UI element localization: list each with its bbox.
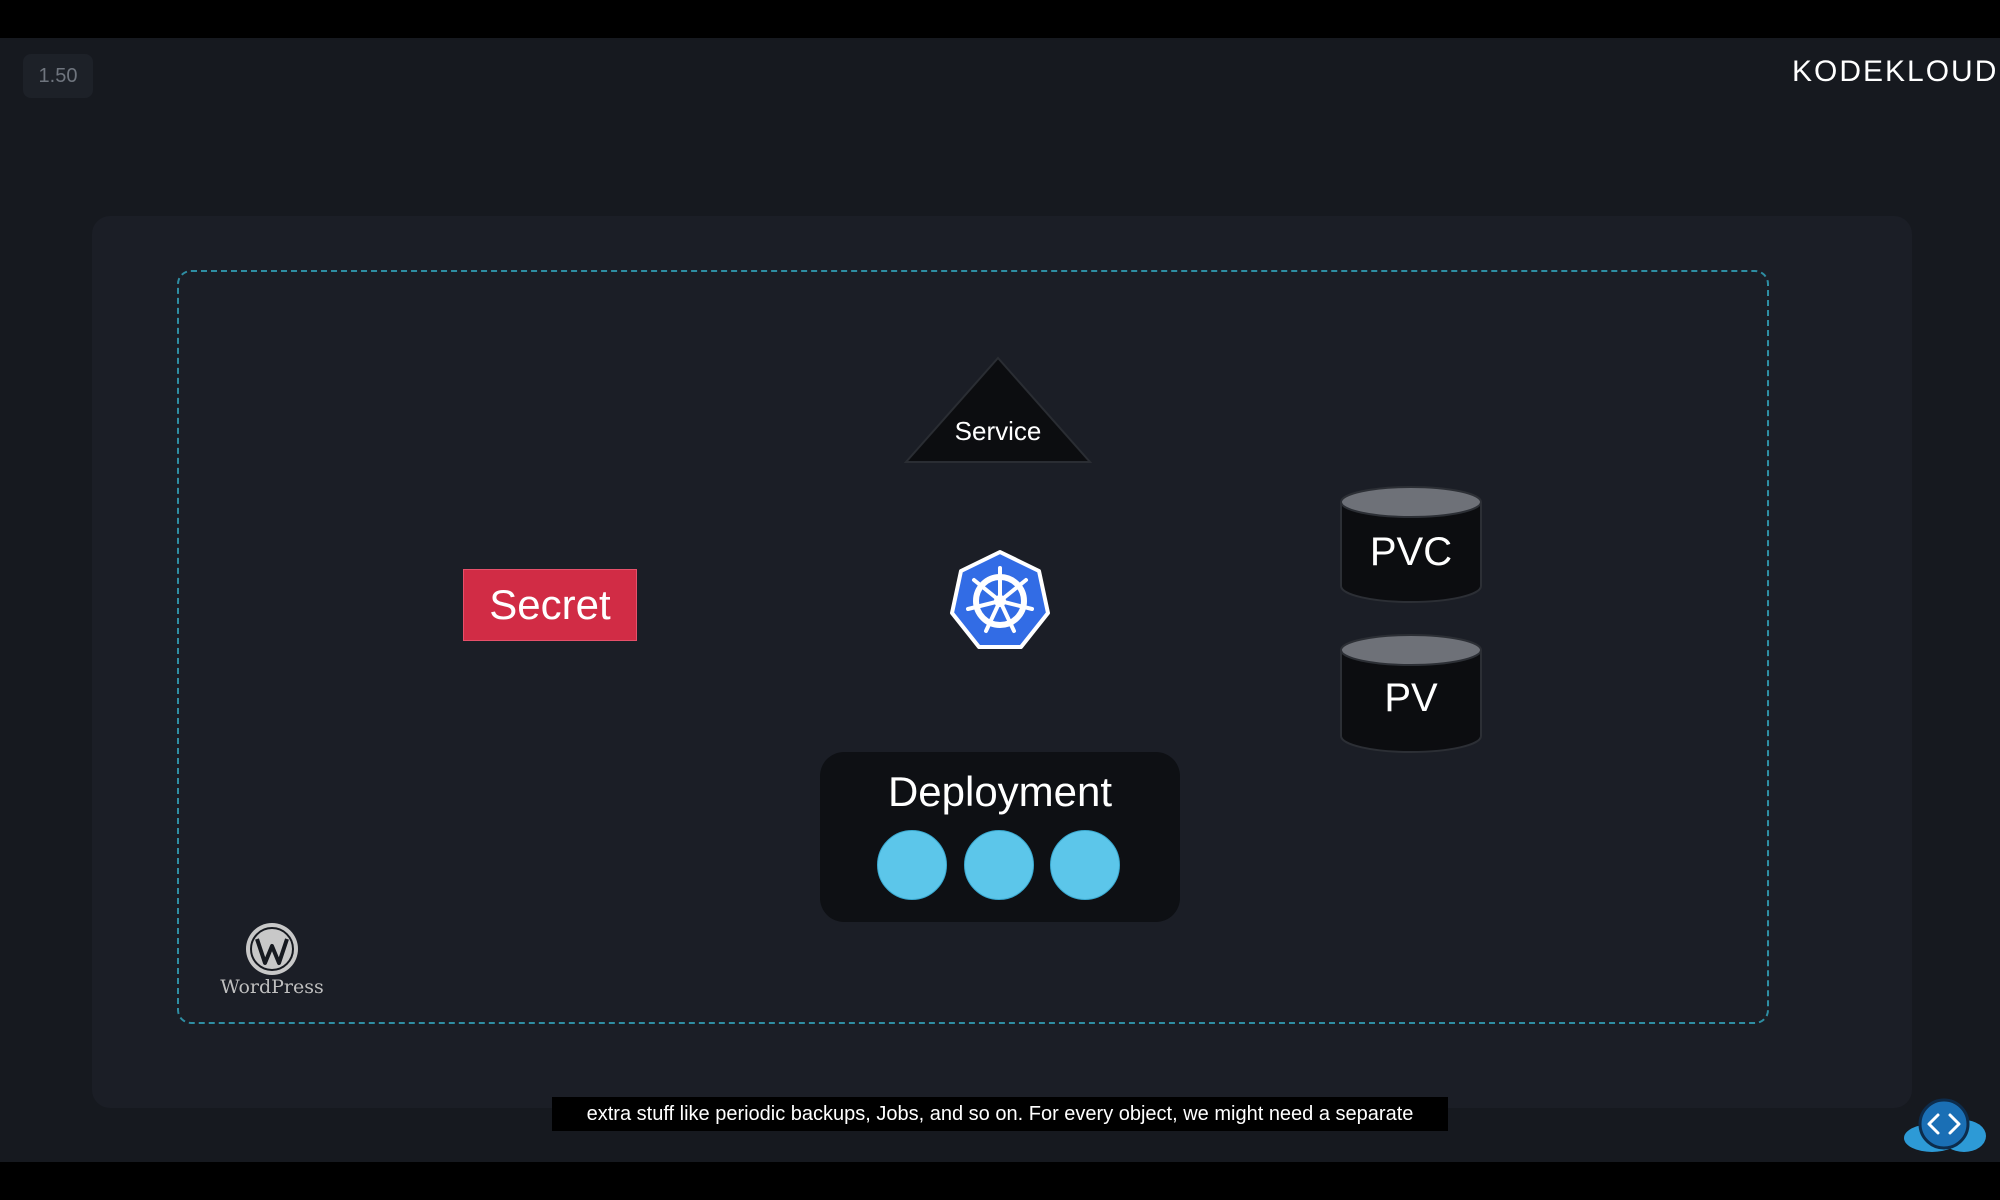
pv-cylinder: PV [1339,632,1483,756]
pod-circle [877,830,947,900]
secret-object: Secret [463,569,637,641]
letterbox-bottom [0,1162,2000,1200]
service-label: Service [954,416,1042,446]
pvc-label: PVC [1369,530,1453,574]
wordpress-label: WordPress [220,976,324,998]
service-object: Service [904,356,1092,464]
wordpress-logo: WordPress [210,922,334,1002]
letterbox-top [0,0,2000,38]
code-cloud-icon[interactable] [1902,1094,1988,1156]
deployment-label: Deployment [887,768,1113,815]
kubernetes-icon [947,548,1053,654]
pod-circle [1050,830,1120,900]
pv-label: PV [1384,676,1438,720]
playback-speed-badge[interactable]: 1.50 [23,54,93,98]
pvc-cylinder: PVC [1339,484,1483,606]
wordpress-icon [246,923,298,975]
subtitle-caption: extra stuff like periodic backups, Jobs,… [552,1097,1448,1131]
kodekloud-logo: KODEKLOUD [1792,55,1999,88]
service-triangle-icon [904,356,1092,463]
cluster-boundary [177,270,1769,1024]
pod-circle [964,830,1034,900]
deployment-object: Deployment [820,752,1180,922]
